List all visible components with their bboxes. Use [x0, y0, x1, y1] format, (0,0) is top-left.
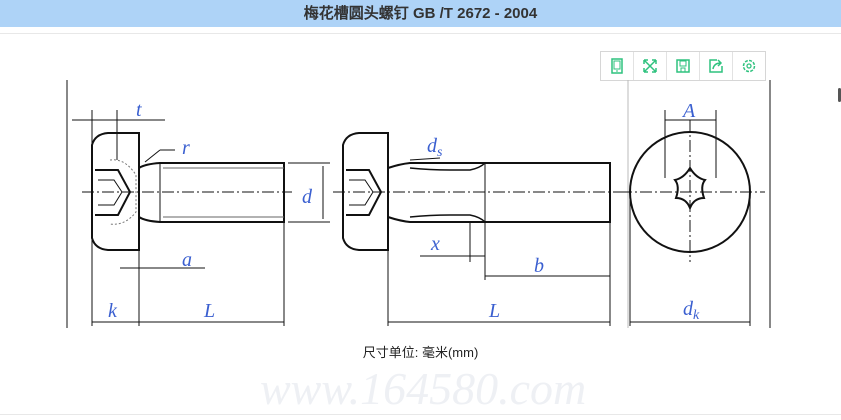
dim-label-a: a: [182, 249, 192, 271]
tablet-icon: [611, 58, 623, 74]
dim-label-b: b: [534, 255, 544, 277]
dim-label-dk: dk: [683, 298, 700, 323]
settings-button[interactable]: [733, 52, 765, 80]
dim-label-r: r: [182, 137, 190, 159]
dim-label-d: d: [302, 186, 313, 208]
divider: [0, 414, 841, 415]
gear-icon: [742, 59, 756, 73]
fullscreen-button[interactable]: [634, 52, 667, 80]
dim-label-t: t: [136, 99, 142, 121]
watermark: www.164580.com: [260, 363, 586, 414]
share-icon: [709, 59, 723, 73]
unit-value: 毫米(mm): [421, 345, 479, 360]
dim-label-L: L: [203, 300, 215, 322]
save-icon: [676, 59, 690, 73]
scroll-handle[interactable]: [838, 88, 841, 102]
expand-icon: [643, 59, 657, 73]
dim-label-ds: ds: [427, 135, 443, 160]
divider: [0, 33, 841, 34]
share-button[interactable]: [700, 52, 733, 80]
unit-caption: 尺寸单位: 毫米(mm): [0, 342, 841, 361]
toolbar: [600, 51, 766, 81]
page-title: 梅花槽圆头螺钉 GB /T 2672 - 2004: [0, 0, 841, 27]
dim-label-L2: L: [488, 300, 500, 322]
save-button[interactable]: [667, 52, 700, 80]
dim-label-x: x: [430, 233, 440, 255]
dim-label-k: k: [108, 300, 118, 322]
tablet-view-button[interactable]: [601, 52, 634, 80]
unit-label: 尺寸单位:: [362, 345, 422, 360]
dim-label-A: A: [681, 100, 696, 122]
